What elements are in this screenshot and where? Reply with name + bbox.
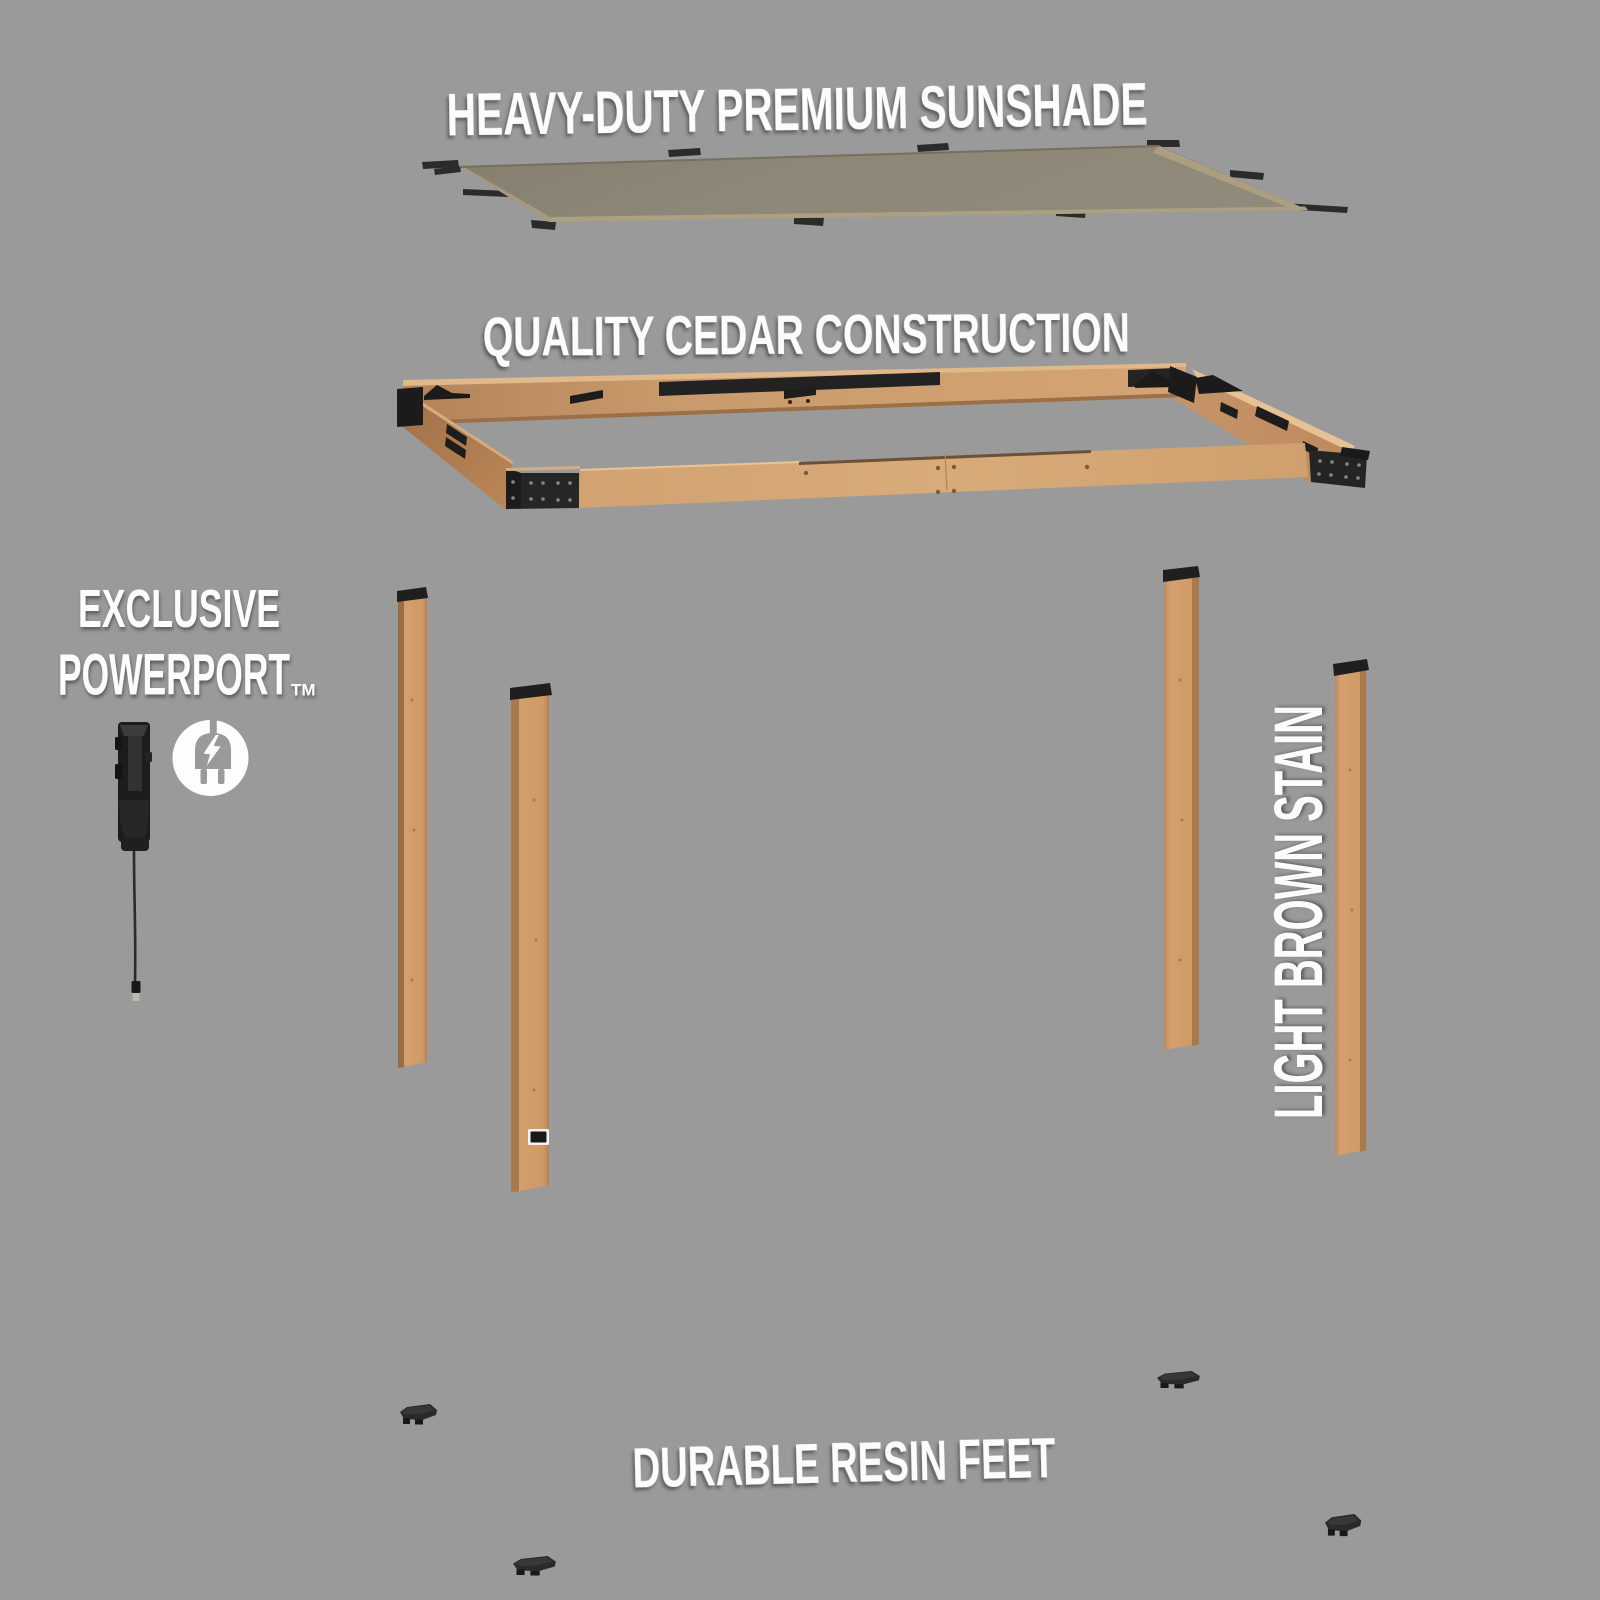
svg-text:QUALITY CEDAR CONSTRUCTION: QUALITY CEDAR CONSTRUCTION [483,300,1130,368]
svg-text:POWERPORT: POWERPORT [58,643,290,708]
svg-text:EXCLUSIVE: EXCLUSIVE [78,579,280,639]
svg-text:HEAVY-DUTY PREMIUM SUNSHADE: HEAVY-DUTY PREMIUM SUNSHADE [446,70,1148,148]
svg-text:LIGHT BROWN STAIN: LIGHT BROWN STAIN [1260,705,1337,1119]
svg-text:DURABLE RESIN FEET: DURABLE RESIN FEET [632,1426,1056,1500]
svg-text:TM: TM [291,681,316,700]
